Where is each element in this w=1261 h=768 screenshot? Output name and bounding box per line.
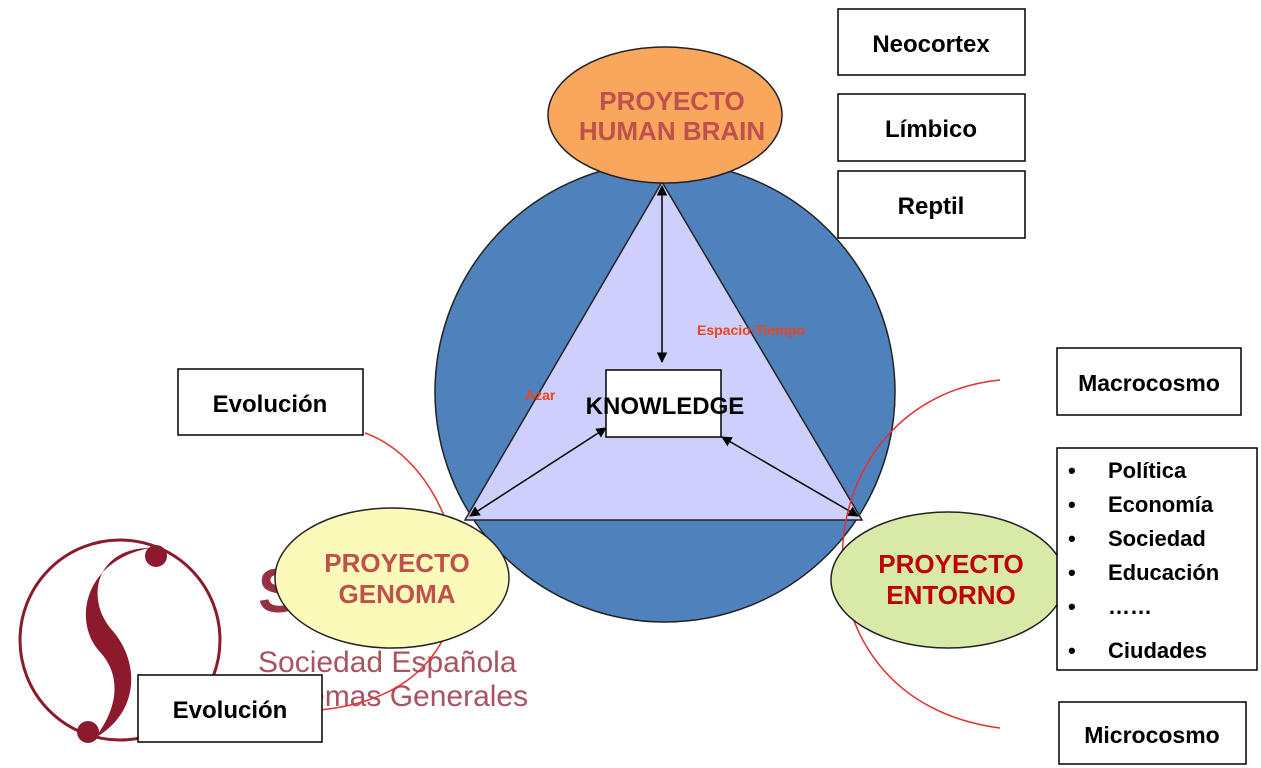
limbico-label: Límbico (885, 116, 977, 143)
genoma-node: PROYECTO GENOMA (274, 507, 510, 649)
human-brain-line2: HUMAN BRAIN (579, 116, 765, 146)
list-bullet: • (1068, 638, 1076, 663)
list-item-ellipsis: …… (1108, 594, 1152, 619)
entorno-node: PROYECTO ENTORNO (830, 511, 1066, 649)
logo-s-mark (85, 548, 150, 738)
neocortex-box (837, 8, 1026, 76)
arrow-entorno-knowledge (721, 436, 859, 517)
azar-label: Azar (525, 387, 556, 403)
evolucion-top-box (177, 368, 364, 436)
logo-s-dot-top (145, 545, 167, 567)
entorno-line1: PROYECTO (878, 549, 1023, 579)
list-item-sociedad: Sociedad (1108, 526, 1206, 551)
arrow-genoma-knowledge (469, 427, 607, 517)
list-bullet: • (1068, 492, 1076, 517)
human-brain-line1: PROYECTO (599, 86, 744, 116)
logo-s-dot-bottom (77, 721, 99, 743)
genoma-line1: PROYECTO (324, 548, 469, 578)
human-brain-node: PROYECTO HUMAN BRAIN (547, 46, 783, 184)
list-item-ciudades: Ciudades (1108, 638, 1207, 663)
neocortex-label: Neocortex (872, 31, 990, 58)
limbico-box (837, 93, 1026, 162)
evolucion-top-label: Evolución (213, 391, 328, 418)
human-brain-ellipse (547, 46, 783, 184)
logo-ring (18, 538, 222, 742)
microcosmo-label: Microcosmo (1084, 722, 1219, 748)
entorno-list-box (1056, 447, 1258, 671)
evolucion-bottom-box (137, 674, 323, 743)
list-item-politica: Política (1108, 458, 1187, 483)
genoma-ellipse (274, 507, 510, 649)
list-item-economia: Economía (1108, 492, 1214, 517)
genoma-line2: GENOMA (339, 579, 456, 609)
list-bullet: • (1068, 458, 1076, 483)
knowledge-label: KNOWLEDGE (586, 393, 745, 420)
microcosmo-box (1058, 701, 1247, 765)
logo-line1: Sociedad Española (258, 646, 517, 679)
reptil-label: Reptil (898, 193, 965, 220)
list-bullet: • (1068, 526, 1076, 551)
espacio-tiempo-label: Espacio-Tiempo (697, 322, 805, 338)
list-item-educacion: Educación (1108, 560, 1219, 585)
macrocosmo-box (1056, 347, 1242, 416)
evolucion-bottom-label: Evolución (173, 697, 288, 724)
list-bullet: • (1068, 594, 1076, 619)
entorno-list: • Política • Economía • Sociedad • Educa… (1068, 458, 1219, 663)
reptil-box (837, 170, 1026, 239)
macrocosmo-label: Macrocosmo (1078, 370, 1220, 396)
list-bullet: • (1068, 560, 1076, 585)
knowledge-box (605, 369, 722, 438)
entorno-line2: ENTORNO (886, 580, 1016, 610)
